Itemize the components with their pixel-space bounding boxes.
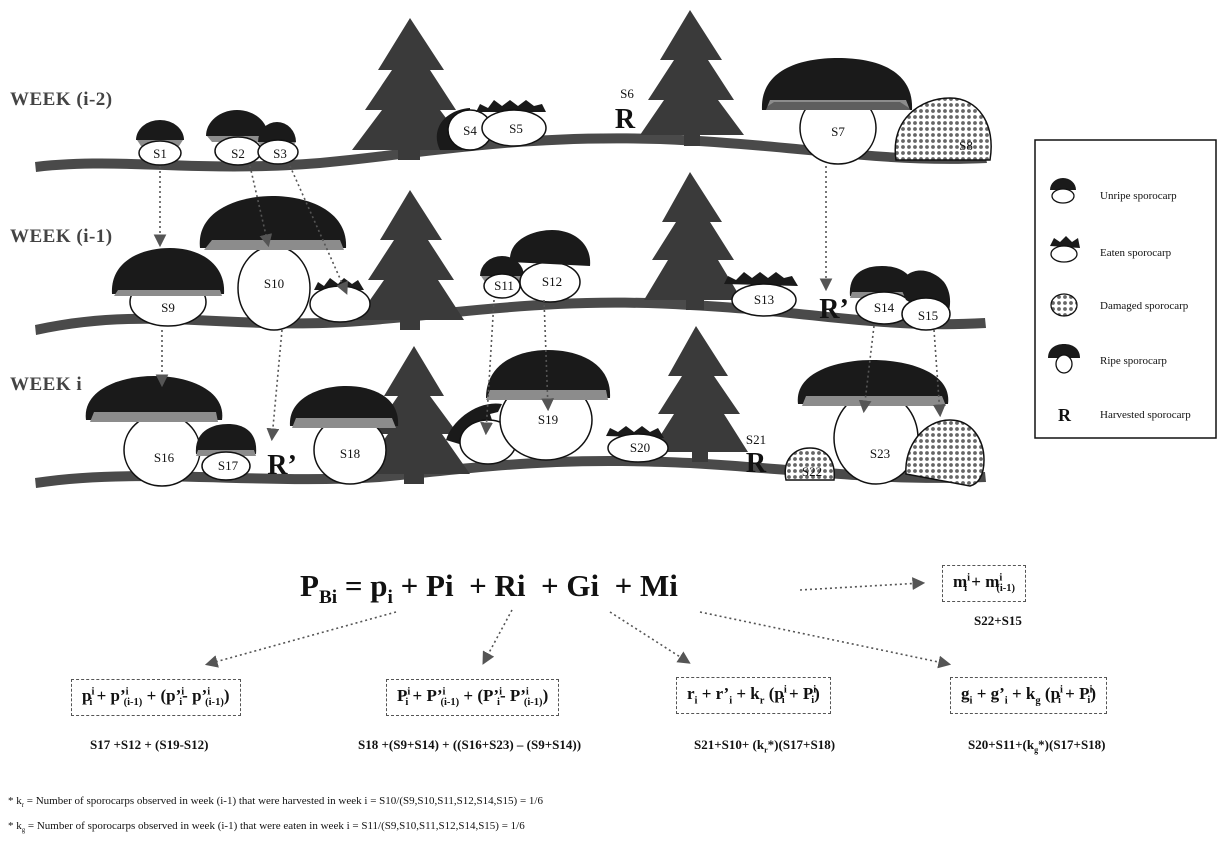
label-s19: S19 <box>538 412 558 427</box>
legend-harvested-symbol: R <box>1058 405 1072 425</box>
harvest-result: S21+S10+ (kr*)(S17+S18) <box>694 737 836 755</box>
unripe-result: S17 +S12 + (S19-S12) <box>90 737 209 752</box>
sporocarp-s18 <box>289 386 399 485</box>
label-s13: S13 <box>754 292 774 307</box>
eaten-box: gi + g’i + kg (pii + Pii) <box>950 677 1108 715</box>
sporocarp-s2 <box>206 110 268 166</box>
label-s7: S7 <box>831 124 845 139</box>
label-s15: S15 <box>918 308 938 323</box>
label-s22: S22 <box>802 464 822 479</box>
ground-week-i <box>35 455 986 488</box>
label-s16: S16 <box>154 450 175 465</box>
label-s14: S14 <box>874 300 895 315</box>
label-s17: S17 <box>218 458 239 473</box>
legend-ripe-label: Ripe sporocarp <box>1100 355 1167 367</box>
label-s9: S9 <box>161 300 175 315</box>
sporocarp-s1 <box>136 120 184 166</box>
tree-icon <box>356 190 464 330</box>
sporocarp-s8 <box>894 97 992 161</box>
week-label-i-2: WEEK (i-2) <box>10 89 113 110</box>
sporocarp-s23 <box>797 360 985 487</box>
label-s6: S6 <box>620 86 634 101</box>
trees <box>352 10 748 484</box>
transition-arrows <box>153 165 946 442</box>
legend-unripe-label: Unripe sporocarp <box>1100 190 1177 202</box>
mortality-box: mii + mi(i-1) <box>942 565 1027 603</box>
label-s23: S23 <box>870 446 890 461</box>
tree-icon <box>640 10 744 146</box>
legend-ripe-icon <box>1048 344 1080 374</box>
week-label-i-1: WEEK (i-1) <box>10 226 113 247</box>
label-s10: S10 <box>264 276 284 291</box>
legend-eaten-icon <box>1050 236 1080 263</box>
tree-icon <box>644 172 742 310</box>
label-s18: S18 <box>340 446 360 461</box>
label-s8: S8 <box>959 138 973 153</box>
sporocarp-s14 <box>849 266 915 325</box>
harvest-mark-r-prime: R’ <box>819 294 849 325</box>
label-s1: S1 <box>153 146 167 161</box>
footnote-kr: * kr = Number of sporocarps observed in … <box>8 795 543 810</box>
label-s3: S3 <box>273 146 287 161</box>
label-s5: S5 <box>509 121 523 136</box>
harvest-box: ri + r’i + kr (pii + Pii) <box>676 677 831 715</box>
legend-damaged-label: Damaged sporocarp <box>1100 300 1189 312</box>
mortality-result: S22+S15 <box>974 613 1022 628</box>
sporocarp-s7 <box>761 58 913 165</box>
sporocarp-s9 <box>111 248 225 327</box>
sporocarp-s15 <box>900 270 951 331</box>
legend-unripe-icon <box>1050 178 1076 204</box>
harvest-mark-r: R <box>746 448 767 479</box>
label-s21: S21 <box>746 432 766 447</box>
tree-icon <box>360 346 470 484</box>
forest-diagram: WEEK (i-2) WEEK (i-1) WEEK i S1 S2 S3 S4… <box>10 10 1217 488</box>
legend-eaten-label: Eaten sporocarp <box>1100 247 1172 259</box>
sporocarp-s17 <box>195 424 257 481</box>
sporocarp-s22 <box>784 447 835 481</box>
sporocarp-eaten-i1a <box>309 278 371 323</box>
sporocarp-s20 <box>606 426 669 463</box>
ripe-box: Pii + P’i(i-1) + (P’ii- P’i(i-1)) <box>386 679 560 717</box>
unripe-box: pii + p’i(i-1) + (p’ii- p’i(i-1)) <box>71 679 241 717</box>
sporocarp-s10 <box>199 196 347 331</box>
label-s4: S4 <box>463 123 477 138</box>
week-label-i: WEEK i <box>10 374 82 395</box>
legend: Unripe sporocarp Eaten sporocarp Damaged… <box>1034 139 1217 439</box>
main-equation: PBi = pi + Pi + Ri + Gi + Mi <box>300 568 678 609</box>
ripe-result: S18 +(S9+S14) + ((S16+S23) – (S9+S14)) <box>358 737 582 752</box>
sporocarp-s16 <box>85 376 223 487</box>
footnote-kg: * kg = Number of sporocarps observed in … <box>8 820 525 835</box>
sporocarp-s13 <box>724 272 798 317</box>
sporocarp-s5 <box>476 100 547 147</box>
legend-harvested-label: Harvested sporocarp <box>1100 409 1191 421</box>
harvest-mark-r-prime: R’ <box>267 450 297 481</box>
tree-icon <box>650 326 748 462</box>
harvest-mark-r: R <box>615 104 636 135</box>
label-s20: S20 <box>630 440 650 455</box>
eaten-result: S20+S11+(kg*)(S17+S18) <box>968 737 1106 755</box>
label-s11: S11 <box>494 278 514 293</box>
sporocarp-s12 <box>509 230 591 303</box>
label-s12: S12 <box>542 274 562 289</box>
sporocarp-s3 <box>257 122 299 165</box>
label-s2: S2 <box>231 146 245 161</box>
legend-damaged-icon <box>1050 293 1078 317</box>
